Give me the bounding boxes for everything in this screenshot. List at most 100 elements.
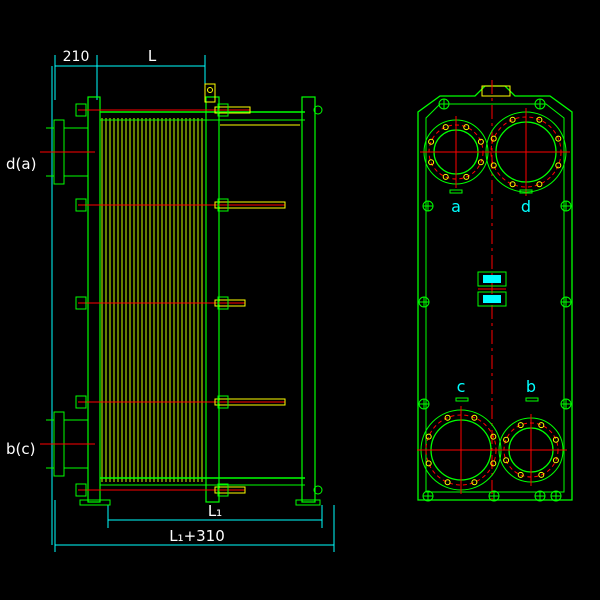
bottom-dimension bbox=[54, 500, 335, 552]
bolt-icon bbox=[75, 103, 251, 117]
tie-bolt-nut-left bbox=[75, 198, 87, 212]
port-c-marker bbox=[455, 397, 469, 402]
bolt-icon bbox=[444, 414, 451, 421]
tie-bolt-thread bbox=[214, 398, 286, 406]
plate-pack bbox=[101, 118, 203, 482]
top-roller bbox=[207, 87, 213, 93]
bolt-icon bbox=[471, 479, 478, 486]
bolt-icon bbox=[471, 414, 478, 421]
bolt-icon bbox=[509, 181, 516, 188]
bolt-icon bbox=[517, 471, 524, 478]
dimension-l1-310-label: L₁+310 bbox=[169, 527, 225, 545]
bolt-icon bbox=[560, 296, 572, 308]
top-bar-notch bbox=[481, 85, 511, 97]
frame-bolts bbox=[418, 98, 572, 502]
bolt-icon bbox=[75, 395, 286, 409]
frame-foot bbox=[79, 499, 111, 506]
bolt-icon bbox=[313, 105, 323, 115]
port-flange-icon bbox=[482, 108, 570, 196]
support-column bbox=[301, 96, 316, 503]
top-roller-hanger bbox=[204, 83, 216, 103]
bolt-icon bbox=[550, 490, 562, 502]
bolt-icon bbox=[538, 422, 545, 429]
bolt-icon bbox=[490, 135, 497, 142]
bolt-icon bbox=[422, 490, 434, 502]
frame-plate-outline bbox=[417, 85, 573, 501]
ports bbox=[417, 108, 570, 494]
bolt-icon bbox=[442, 173, 449, 180]
bolt-icon bbox=[538, 471, 545, 478]
tie-bolt-nut-right bbox=[217, 296, 229, 310]
tie-bolt-nut-left bbox=[75, 103, 87, 117]
port-label-c: c bbox=[457, 377, 466, 396]
tie-bolt-nut-right bbox=[217, 103, 229, 117]
tie-bolt-nut-left bbox=[75, 395, 87, 409]
bolt-icon bbox=[509, 116, 516, 123]
bolt-icon bbox=[560, 200, 572, 212]
bolt-icon bbox=[444, 479, 451, 486]
bolt-icon bbox=[503, 436, 510, 443]
bolt-icon bbox=[552, 436, 559, 443]
bolt-icon bbox=[536, 181, 543, 188]
bolt-icon bbox=[488, 490, 500, 502]
tie-bolt-nut-right bbox=[217, 395, 229, 409]
bolt-icon bbox=[490, 162, 497, 169]
side-view: 210 L L₁ L₁+310 d(a) b(c) bbox=[6, 47, 335, 552]
tie-bolt-nut-right bbox=[217, 198, 229, 212]
dimension-210-label: 210 bbox=[63, 49, 90, 65]
nameplate-icon bbox=[477, 271, 507, 307]
bolt-icon bbox=[490, 460, 497, 467]
bolt-icon bbox=[534, 490, 546, 502]
port-b-marker bbox=[525, 397, 539, 402]
bolt-icon bbox=[555, 162, 562, 169]
bolt-icon bbox=[75, 296, 246, 310]
fixed-frame-plate bbox=[87, 96, 101, 503]
bolt-icon bbox=[313, 485, 323, 495]
bolt-icon bbox=[425, 433, 432, 440]
bolt-icon bbox=[555, 135, 562, 142]
bolt-icon bbox=[75, 198, 286, 212]
port-label-lower: b(c) bbox=[6, 440, 35, 458]
bolt-icon bbox=[422, 200, 434, 212]
bolt-icon bbox=[503, 457, 510, 464]
bolt-icon bbox=[425, 460, 432, 467]
port-flange-icon bbox=[495, 414, 567, 486]
support-column-foot bbox=[295, 499, 321, 506]
bolt-icon bbox=[463, 173, 470, 180]
tie-bolt-thread bbox=[214, 106, 251, 114]
tie-bolt-thread bbox=[214, 299, 246, 307]
bolt-icon bbox=[534, 98, 546, 110]
port-label-b: b bbox=[526, 377, 536, 396]
front-view: a d c b bbox=[417, 80, 573, 505]
bolt-icon bbox=[560, 398, 572, 410]
bolt-icon bbox=[490, 433, 497, 440]
port-d-marker bbox=[519, 189, 533, 194]
bolt-icon bbox=[517, 422, 524, 429]
bolt-icon bbox=[552, 457, 559, 464]
port-label-a: a bbox=[451, 197, 461, 216]
dimension-l-label: L bbox=[148, 47, 157, 65]
bolt-icon bbox=[418, 296, 430, 308]
bolt-icon bbox=[463, 124, 470, 131]
port-label-d: d bbox=[521, 197, 531, 216]
tie-bolt-nut-left bbox=[75, 483, 87, 497]
dimension-l1-label: L₁ bbox=[208, 502, 222, 520]
bolt-icon bbox=[75, 483, 246, 497]
tie-bolt-nut-left bbox=[75, 296, 87, 310]
bolt-icon bbox=[418, 398, 430, 410]
port-label-upper: d(a) bbox=[6, 155, 36, 173]
tie-bolts bbox=[75, 103, 323, 497]
tie-bolt-nut-right bbox=[217, 483, 229, 497]
bolt-icon bbox=[477, 159, 484, 166]
bolt-icon bbox=[428, 159, 435, 166]
bolt-icon bbox=[442, 124, 449, 131]
tie-bolt-thread bbox=[214, 201, 286, 209]
bolt-icon bbox=[477, 138, 484, 145]
tie-bolt-thread bbox=[214, 486, 246, 494]
bolt-icon bbox=[536, 116, 543, 123]
bolt-icon bbox=[438, 98, 450, 110]
port-a-marker bbox=[449, 189, 463, 194]
top-dimension bbox=[54, 55, 206, 100]
bolt-icon bbox=[428, 138, 435, 145]
